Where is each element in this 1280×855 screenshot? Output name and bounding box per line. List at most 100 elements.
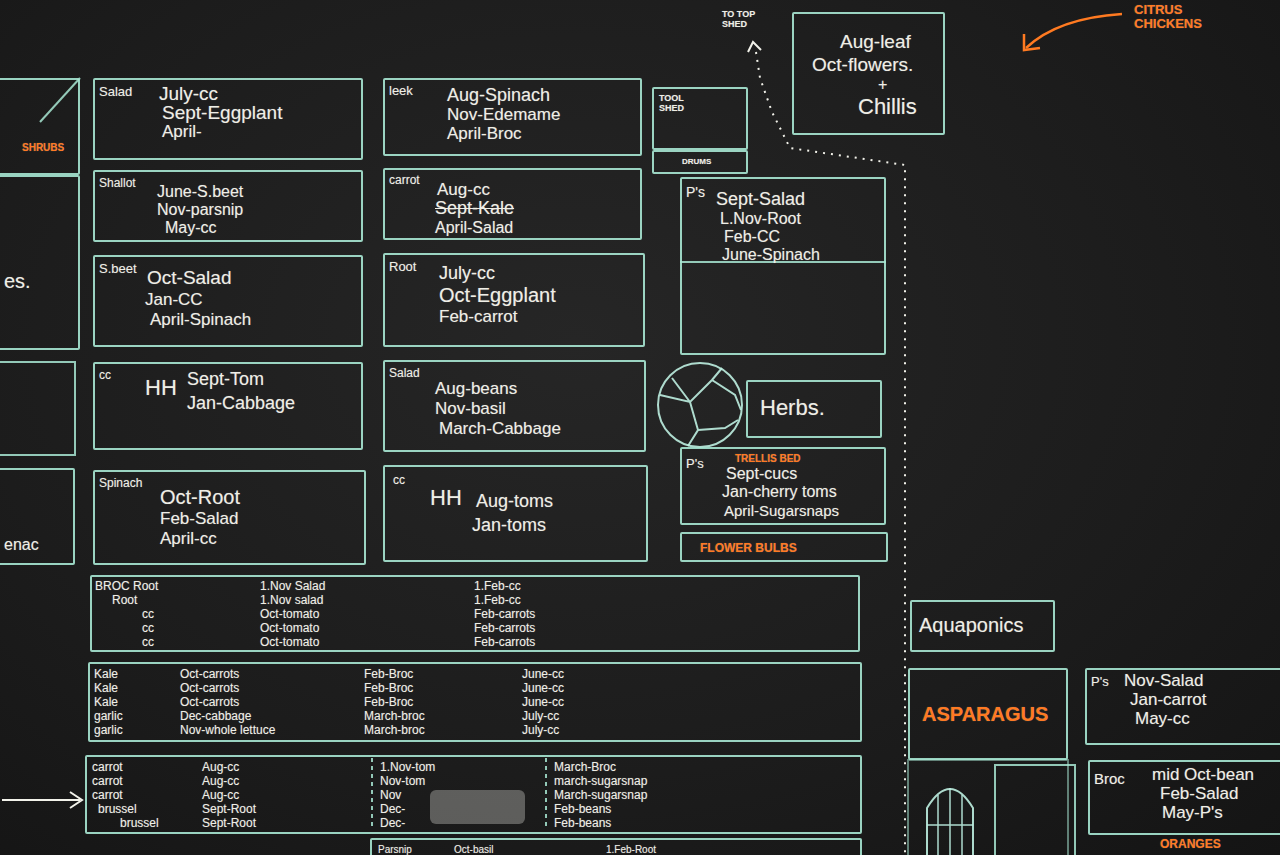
bed-label: Kale <box>94 682 118 695</box>
bed-label: July-cc <box>439 264 495 284</box>
garden-bed: ParsnipOct-basil1.Feb-Root <box>370 838 862 855</box>
bed-label: 1.Feb-cc <box>474 594 521 607</box>
bed-label: June-cc <box>522 696 564 709</box>
garden-bed: es. <box>0 175 80 350</box>
bed-label: Parsnip <box>378 844 412 855</box>
bed-label: TRELLIS BED <box>735 453 801 464</box>
bed-label: Salad <box>99 85 132 99</box>
bed-label: cc <box>99 369 111 382</box>
bed-label: Sept-Eggplant <box>162 103 282 124</box>
bed-label: Jan-carrot <box>1130 691 1207 710</box>
bed-label: April-Salad <box>435 219 513 237</box>
bed-label: Jan-CC <box>145 291 203 310</box>
empty-bed <box>0 362 75 455</box>
garden-bed: SaladAug-beansNov-basilMarch-Cabbage <box>383 360 646 452</box>
bed-label: Oct-tomato <box>260 622 319 635</box>
bed-label: Sept-Salad <box>716 190 805 210</box>
bed-label: Sept-Tom <box>187 370 264 390</box>
bed-label: leek <box>389 84 413 98</box>
garden-bed: P'sSept-SaladL.Nov-RootFeb-CCJune-Spinac… <box>680 177 886 355</box>
column-divider <box>545 758 547 830</box>
citrus-arrow <box>1024 14 1122 50</box>
bed-label: Oct-carrots <box>180 682 239 695</box>
garden-bed: Brocmid Oct-beanFeb-SaladMay-P's <box>1088 760 1280 835</box>
bed-label: Feb-Salad <box>160 510 238 529</box>
bed-label: Nov-whole lettuce <box>180 724 275 737</box>
garden-bed: leekAug-SpinachNov-EdemameApril-Broc <box>383 78 642 156</box>
empty-bed <box>995 765 1075 855</box>
bed-label: Feb-Salad <box>1160 785 1238 804</box>
bed-label: April-Sugarsnaps <box>724 503 839 520</box>
chalk-smudge <box>430 790 525 824</box>
bed-label: FLOWER BULBS <box>700 542 797 555</box>
bed-label: brussel <box>98 803 137 816</box>
bed-label: es. <box>4 270 31 292</box>
bed-label: Oct-Root <box>160 486 240 508</box>
bed-label: Sept-Root <box>202 817 256 830</box>
bed-label: Feb-Broc <box>364 668 413 681</box>
bed-label: mid Oct-bean <box>1152 766 1254 785</box>
bed-label: Nov-Edemame <box>447 106 560 125</box>
garden-bed: SHRUBS <box>0 78 80 175</box>
left-arrow <box>2 792 82 808</box>
herb-spiral-lines <box>660 368 741 446</box>
bed-label: Salad <box>389 367 420 380</box>
bed-label: Sept-Kale <box>435 199 514 219</box>
bed-label: June-cc <box>522 668 564 681</box>
bed-label: Root <box>112 594 137 607</box>
bed-label: March-sugarsnap <box>554 789 647 802</box>
bed-label: DRUMS <box>682 158 711 167</box>
garden-bed: S.beetOct-SaladJan-CCApril-Spinach <box>93 255 363 347</box>
path-arrowhead <box>748 42 761 52</box>
bed-label: carrot <box>92 761 123 774</box>
bed-label: Oct-tomato <box>260 608 319 621</box>
bed-label: May-cc <box>1135 710 1190 729</box>
garden-bed: KaleKaleKalegarlicgarlicOct-carrotsOct-c… <box>88 662 862 742</box>
bed-label: Aug-cc <box>202 775 239 788</box>
bed-label: carrot <box>92 775 123 788</box>
bed-label: Aquaponics <box>919 614 1024 636</box>
bed-label: carrot <box>92 789 123 802</box>
bed-label: carrot <box>389 174 420 187</box>
bed-label: Jan-toms <box>472 516 546 536</box>
bed-label: June-S.beet <box>157 183 243 201</box>
garden-bed: Aug-leafOct-flowers.+Chillis <box>792 12 945 135</box>
bed-label: Shallot <box>99 177 136 190</box>
bed-label: P's <box>1091 675 1109 689</box>
bed-label: Oct-tomato <box>260 636 319 649</box>
garden-bed: enac <box>0 468 75 565</box>
bed-label: Feb-CC <box>724 228 780 246</box>
bed-label: cc <box>142 608 154 621</box>
garden-bed: RootJuly-ccOct-EggplantFeb-carrot <box>383 253 645 347</box>
bed-label: P's <box>686 457 704 471</box>
bed-label: Feb-carrots <box>474 608 535 621</box>
bed-label: April- <box>162 123 202 142</box>
bed-label: Kale <box>94 668 118 681</box>
bed-label: brussel <box>120 817 159 830</box>
garden-bed: Salad July-ccSept-EggplantApril- <box>93 78 363 160</box>
bed-label: S.beet <box>99 262 137 276</box>
garden-bed: ccHHAug-tomsJan-toms <box>383 465 648 562</box>
bed-label: cc <box>142 622 154 635</box>
bed-label: March-broc <box>364 724 425 737</box>
bed-label: March-Broc <box>554 761 616 774</box>
bed-label: July-cc <box>159 84 218 105</box>
bed-label: garlic <box>94 710 123 723</box>
bed-label: 1.Nov salad <box>260 594 323 607</box>
bed-label: cc <box>142 636 154 649</box>
bed-label: March-broc <box>364 710 425 723</box>
bed-label: Oct-flowers. <box>812 55 913 76</box>
garden-bed: BROC RootRootcccccc1.Nov Salad1.Nov sala… <box>90 575 860 652</box>
garden-bed: carrotcarrotcarrotbrusselbrusselAug-ccAu… <box>85 755 862 834</box>
arrowhead <box>70 792 82 808</box>
bed-label: BROC Root <box>95 580 158 593</box>
bed-label: Jan-Cabbage <box>187 394 295 414</box>
bed-label: Dec- <box>380 817 405 830</box>
bed-label: Feb-carrots <box>474 622 535 635</box>
bed-label: Sept-cucs <box>726 465 797 483</box>
bed-label: May-P's <box>1162 804 1223 823</box>
garden-bed: Aquaponics <box>910 600 1055 652</box>
bed-label: June-cc <box>522 682 564 695</box>
bed-label: Aug-toms <box>476 492 553 512</box>
